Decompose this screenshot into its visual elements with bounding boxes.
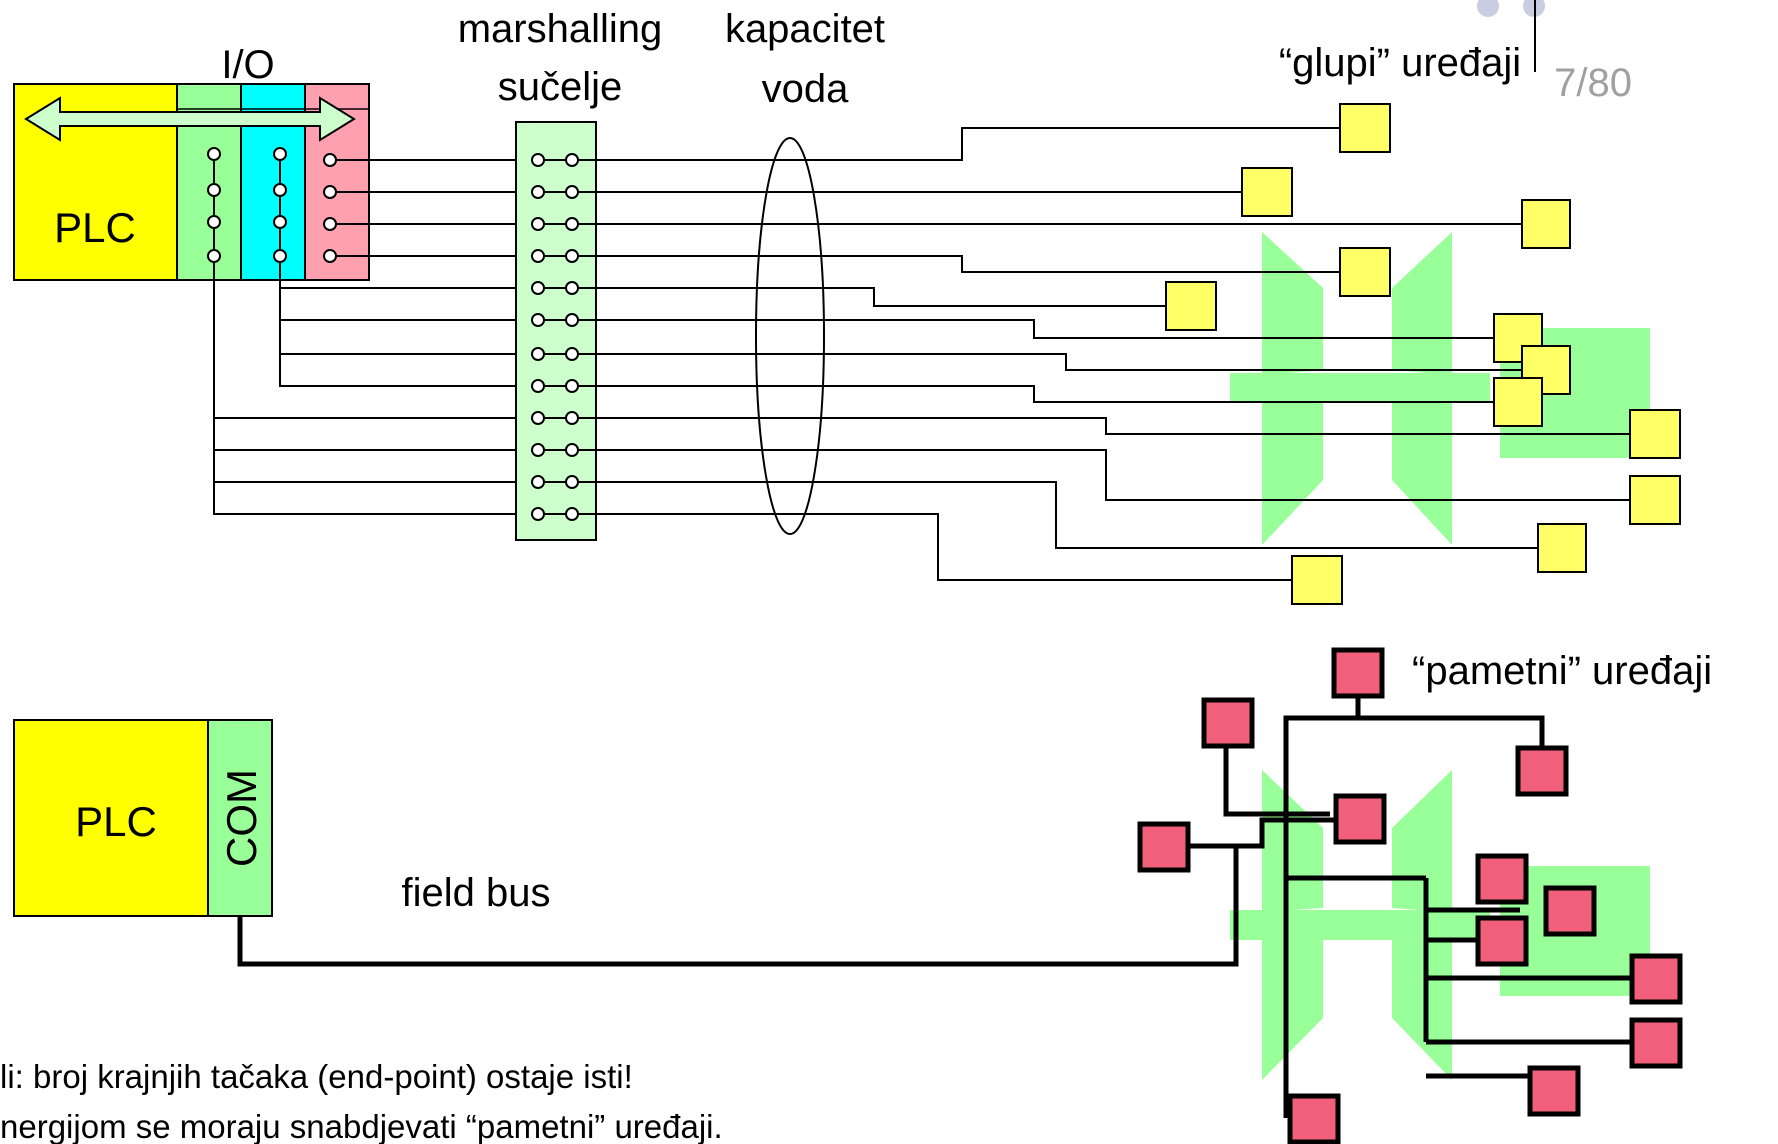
plc-block-bottom (13, 719, 209, 917)
slide-nav: 7/80 (1477, 0, 1632, 105)
plc-label-bottom: PLC (75, 798, 157, 845)
note-line-2: nergijom se moraju snabdjevati “pametni”… (0, 1108, 723, 1144)
dumb-device[interactable] (1629, 409, 1681, 459)
smart-devices-label: “pametni” uređaji (1412, 649, 1712, 693)
dumb-device[interactable] (1339, 103, 1391, 153)
smart-device[interactable] (1333, 793, 1387, 845)
smart-device[interactable] (1287, 1093, 1341, 1144)
field-wiring (578, 127, 1630, 581)
dumb-device[interactable] (1521, 199, 1571, 249)
smart-device[interactable] (1331, 647, 1385, 699)
plc-io-module: PLC I/O (13, 43, 370, 281)
marshalling-label-line2: sučelje (498, 65, 623, 109)
dumb-devices (1165, 103, 1681, 605)
note-line-1: li: broj krajnjih tačaka (end-point) ost… (0, 1058, 633, 1095)
plant-shape-top (1230, 232, 1650, 545)
bus-double-arrow-icon (24, 96, 356, 142)
smart-device[interactable] (1137, 821, 1191, 873)
io-terminals (207, 147, 337, 263)
smart-device[interactable] (1201, 697, 1255, 749)
marshalling-label-line1: marshalling (458, 7, 663, 51)
com-label: COM (218, 769, 265, 867)
dumb-device[interactable] (1537, 523, 1587, 573)
field-bus-label: field bus (402, 871, 551, 915)
smart-device[interactable] (1515, 745, 1569, 797)
marshalling-panel: marshalling sučelje (458, 7, 663, 541)
dumb-device[interactable] (1165, 281, 1217, 331)
smart-device[interactable] (1475, 915, 1529, 967)
field-bus-network (237, 696, 1632, 1118)
plc-com-module: PLC COM (13, 719, 273, 917)
dumb-device[interactable] (1493, 377, 1543, 427)
smart-device[interactable] (1629, 1017, 1683, 1069)
smart-device[interactable] (1629, 953, 1683, 1005)
nav-dot-left[interactable] (1477, 0, 1499, 17)
dumb-device[interactable] (1291, 555, 1343, 605)
smart-device[interactable] (1475, 853, 1529, 905)
capacity-label-line1: kapacitet (725, 7, 885, 51)
dumb-device[interactable] (1339, 247, 1391, 297)
dumb-device[interactable] (1629, 475, 1681, 525)
capacity-label-line2: voda (762, 67, 849, 111)
dumb-devices-label: “glupi” uređaji (1279, 41, 1521, 85)
smart-devices (1137, 647, 1683, 1144)
io-wiring (213, 159, 532, 515)
smart-device[interactable] (1527, 1065, 1581, 1117)
dumb-device[interactable] (1241, 167, 1293, 217)
cable-bundle-ellipse (755, 137, 825, 535)
page-number: 7/80 (1554, 61, 1632, 105)
io-label: I/O (221, 43, 274, 87)
smart-device[interactable] (1543, 885, 1597, 937)
plc-label-top: PLC (54, 204, 136, 251)
